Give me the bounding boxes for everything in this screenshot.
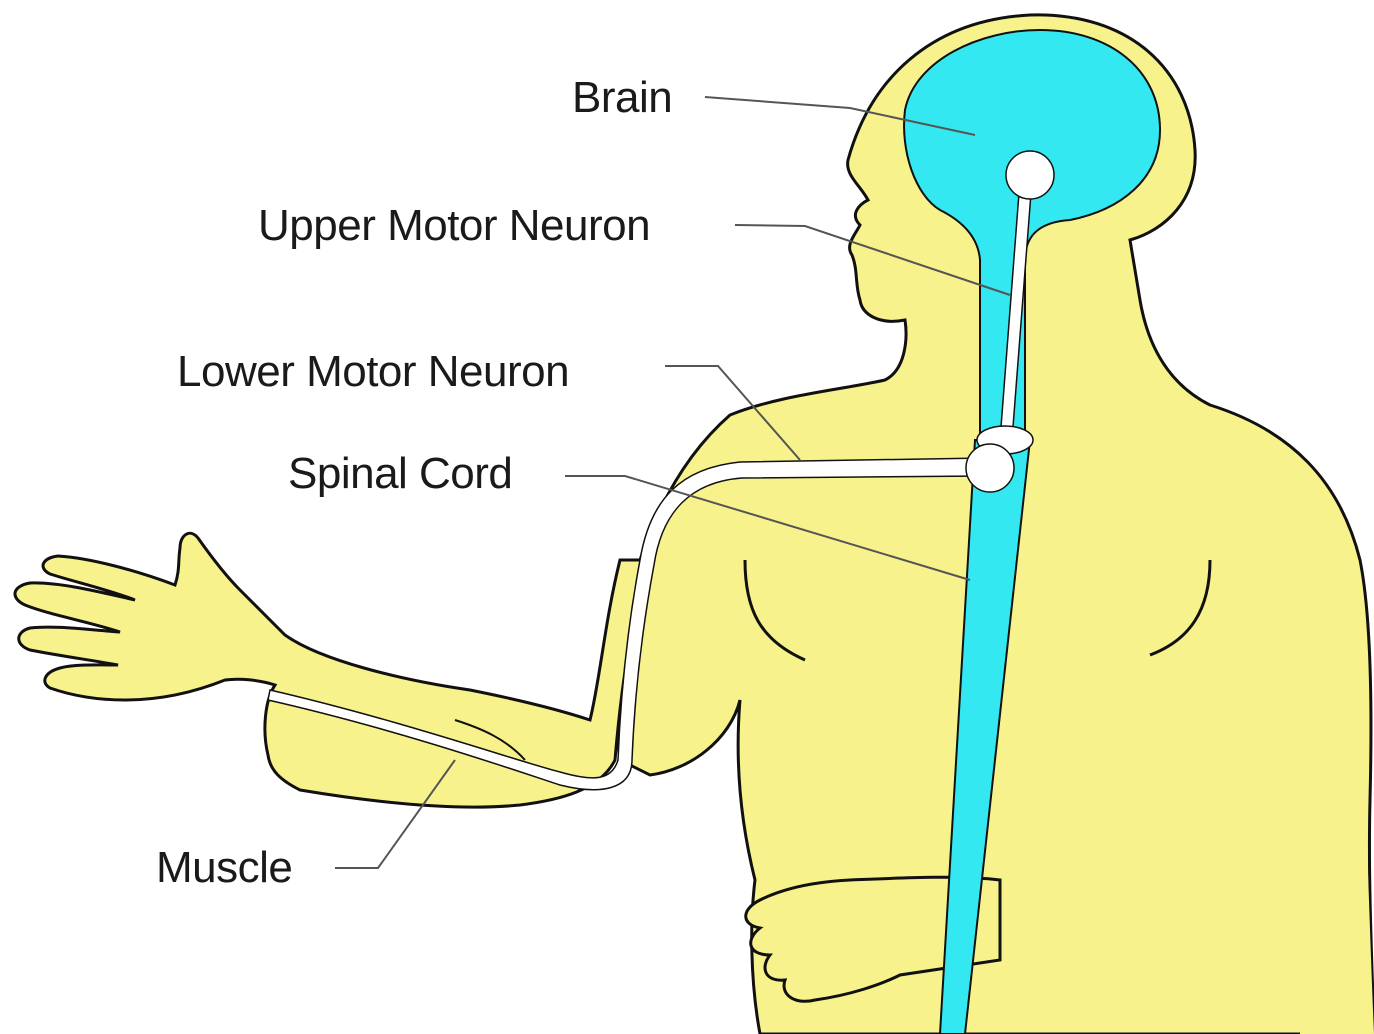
left-arm [15,533,650,807]
label-muscle: Muscle [156,846,292,890]
lower-motor-neuron-cell-body [966,444,1014,492]
label-spinal-cord: Spinal Cord [288,452,512,496]
label-lower-motor-neuron: Lower Motor Neuron [177,350,569,394]
label-upper-motor-neuron: Upper Motor Neuron [258,204,650,248]
upper-motor-neuron-cell-body [1006,151,1054,199]
label-brain: Brain [572,76,672,120]
